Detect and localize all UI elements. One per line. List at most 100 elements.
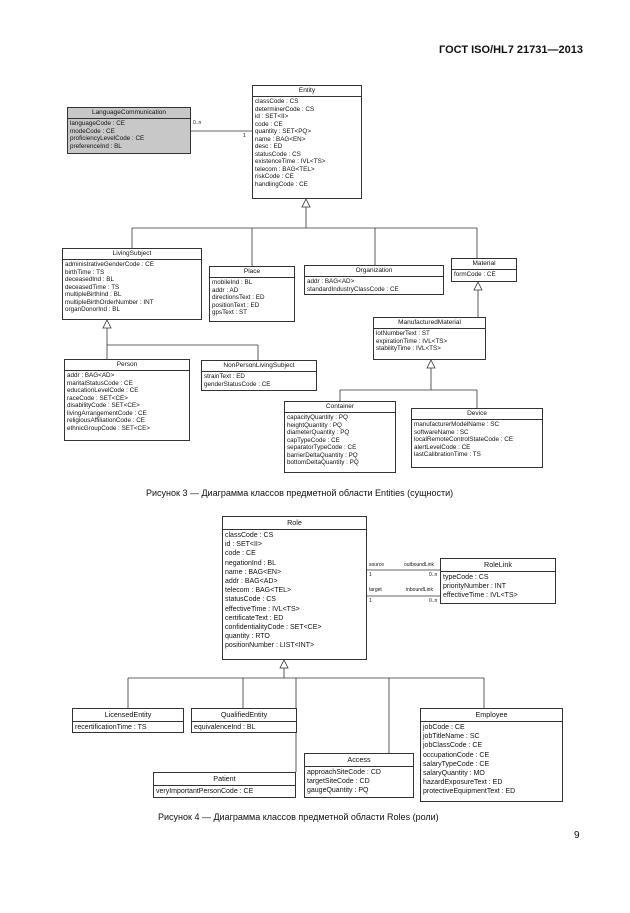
class-name: NonPersonLivingSubject bbox=[202, 361, 316, 372]
class-name: Person bbox=[65, 360, 189, 371]
class-attribute: gpsText : ST bbox=[212, 309, 247, 316]
class-living-subject: LivingSubject administrativeGenderCode :… bbox=[62, 248, 202, 320]
class-attribute: mobileInd : BL bbox=[212, 279, 253, 286]
class-attribute: gaugeQuantity : PQ bbox=[307, 787, 369, 795]
class-attribute: genderStatusCode : CE bbox=[204, 380, 271, 388]
class-attribute: salaryQuantity : MO bbox=[423, 770, 485, 778]
assoc-mult-entity: 1 bbox=[243, 133, 246, 139]
class-name: Employee bbox=[421, 709, 562, 722]
class-attribute: maritalStatusCode : CE bbox=[67, 379, 133, 387]
class-attribute: addr : BAG<AD> bbox=[225, 578, 278, 586]
class-attribute: priorityNumber : INT bbox=[443, 583, 507, 591]
assoc-target-label: target bbox=[369, 587, 382, 593]
class-attribute: raceCode : SET<CE> bbox=[67, 394, 128, 402]
class-name: LanguageCommunication bbox=[68, 108, 190, 119]
class-attribute: organDonorInd : BL bbox=[65, 306, 120, 313]
class-attribute: protectiveEquipmentText : ED bbox=[423, 788, 516, 796]
class-attribute: barrierDeltaQuantity : PQ bbox=[287, 451, 358, 459]
class-licensed-entity: LicensedEntity recertificationTime : TS bbox=[72, 708, 184, 733]
class-name: Device bbox=[412, 409, 542, 420]
class-attribute: bottomDeltaQuantity : PQ bbox=[287, 459, 359, 466]
class-attribute: strainText : ED bbox=[204, 373, 245, 380]
class-attribute: riskCode : CE bbox=[255, 173, 294, 180]
class-attribute: effectiveTime : IVL<TS> bbox=[443, 592, 518, 600]
class-attribute: telecom : BAG<TEL> bbox=[255, 165, 315, 173]
class-attribute: languageCode : CE bbox=[70, 120, 125, 127]
class-attribute: addr : BAG<AD> bbox=[67, 372, 115, 379]
class-attribute: directionsText : ED bbox=[212, 294, 265, 301]
class-attribute: existenceTime : IVL<TS> bbox=[255, 158, 326, 165]
class-attribute: equivalenceInd : BL bbox=[194, 724, 256, 731]
class-attribute: proficiencyLevelCode : CE bbox=[70, 135, 145, 142]
class-patient: Patient veryImportantPersonCode : CE bbox=[153, 772, 296, 798]
class-attribute: hazardExposureText : ED bbox=[423, 779, 503, 787]
class-attribute: lotNumberText : ST bbox=[376, 330, 430, 337]
document-header: ГОСТ ISO/HL7 21731—2013 bbox=[439, 44, 583, 56]
class-attribute: handlingCode : CE bbox=[255, 180, 308, 188]
class-attribute: recertificationTime : TS bbox=[75, 724, 147, 731]
class-attribute: standardIndustryClassCode : CE bbox=[307, 285, 399, 293]
class-name: Patient bbox=[154, 773, 295, 786]
assoc-target-mult: 1 bbox=[369, 598, 372, 604]
class-attribute: softwareName : SC bbox=[414, 428, 469, 436]
figure-3-caption: Рисунок 3 — Диаграмма классов предметной… bbox=[146, 488, 454, 498]
class-name: Role bbox=[223, 517, 366, 530]
class-attribute: capacityQuantity : PQ bbox=[287, 414, 348, 421]
class-attribute: multipleBirthOrderNumber : INT bbox=[65, 298, 154, 306]
class-attribute: positionText : ED bbox=[212, 301, 260, 309]
assoc-source-mult: 1 bbox=[369, 572, 372, 578]
attribute-list: veryImportantPersonCode : CE bbox=[154, 786, 295, 797]
class-material: Material formCode : CE bbox=[451, 258, 517, 282]
class-attribute: quantity : RTO bbox=[225, 633, 270, 641]
class-attribute: preferenceInd : BL bbox=[70, 142, 122, 150]
class-attribute: ethnicGroupCode : SET<CE> bbox=[67, 424, 150, 432]
assoc-source-label: source bbox=[369, 562, 385, 568]
class-attribute: targetSiteCode : CD bbox=[307, 778, 370, 786]
class-attribute: determinerCode : CS bbox=[255, 105, 315, 113]
class-attribute: manufacturerModelName : SC bbox=[414, 421, 500, 428]
class-attribute: lastCalibrationTime : TS bbox=[414, 451, 481, 458]
attribute-list: approachSiteCode : CD targetSiteCode : CD… bbox=[305, 767, 413, 797]
assoc-outbound-mult: 0..n bbox=[429, 572, 438, 578]
class-attribute: addr : AD bbox=[212, 286, 239, 294]
class-person: Person addr : BAG<AD>maritalStatusCode :… bbox=[64, 359, 190, 441]
class-attribute: name : BAG<EN> bbox=[255, 135, 306, 143]
assoc-inbound-label: inboundLink bbox=[406, 587, 433, 593]
class-attribute: formCode : CE bbox=[454, 271, 496, 278]
class-attribute: stabilityTime : IVL<TS> bbox=[376, 345, 441, 352]
class-name: Place bbox=[210, 267, 294, 278]
class-attribute: expirationTime : IVL<TS> bbox=[376, 337, 448, 345]
class-name: LicensedEntity bbox=[73, 709, 183, 722]
class-attribute: approachSiteCode : CD bbox=[307, 769, 381, 776]
class-attribute: code : CE bbox=[255, 120, 283, 128]
class-attribute: salaryTypeCode : CE bbox=[423, 760, 490, 768]
class-attribute: typeCode : CS bbox=[443, 574, 489, 581]
class-name: Organization bbox=[305, 266, 443, 277]
class-qualified-entity: QualifiedEntity equivalenceInd : BL bbox=[191, 708, 297, 733]
assoc-mult-language: 0..n bbox=[193, 120, 202, 126]
class-attribute: jobTitleName : SC bbox=[423, 733, 480, 741]
class-organization: Organization addr : BAG<AD>standardIndus… bbox=[304, 265, 444, 295]
class-attribute: effectiveTime : IVL<TS> bbox=[225, 605, 300, 613]
class-attribute: id : SET<II> bbox=[255, 113, 289, 120]
class-name: RoleLink bbox=[441, 559, 555, 572]
class-attribute: confidentialityCode : SET<CE> bbox=[225, 624, 322, 632]
class-attribute: occupationCode : CE bbox=[423, 751, 490, 759]
assoc-outbound-label: outboundLink bbox=[404, 562, 435, 568]
